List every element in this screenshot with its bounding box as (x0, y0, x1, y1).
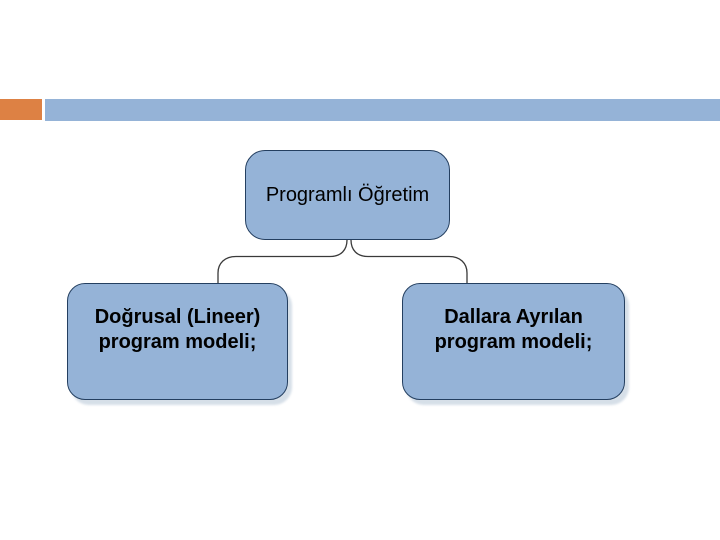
connector-left (217, 239, 348, 283)
header-bar (45, 99, 720, 121)
node-dogrusal-lineer-label-line1: Doğrusal (Lineer) (94, 306, 261, 328)
node-dallara-ayrilan-label-line1: Dallara Ayrılan (444, 306, 583, 328)
header-accent-block (0, 99, 42, 120)
node-programli-ogretim-label: Programlı Öğretim (265, 183, 430, 206)
node-dallara-ayrilan: Dallara Ayrılan program modeli; (402, 283, 625, 400)
node-dallara-ayrilan-label-line2: program modeli; (434, 331, 593, 353)
connector-right (350, 239, 468, 283)
node-programli-ogretim: Programlı Öğretim (245, 150, 450, 240)
node-dogrusal-lineer: Doğrusal (Lineer) program modeli; (67, 283, 288, 400)
node-dogrusal-lineer-label-line2: program modeli; (98, 331, 257, 353)
